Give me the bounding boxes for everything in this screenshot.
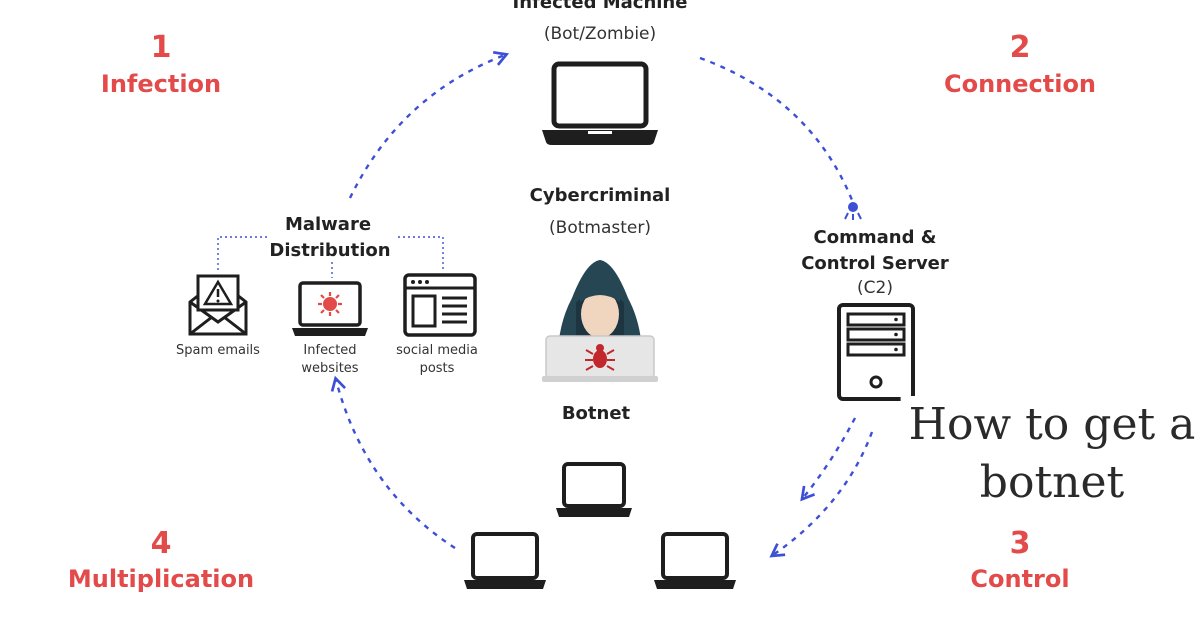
arrow-control-2 [769, 431, 874, 558]
step-label-infection: Infection [100, 70, 222, 98]
c2-title-line1: Command & [813, 227, 937, 248]
infected-machine-title: Infected Machine [512, 0, 688, 13]
botnet-laptop-icon [654, 532, 736, 589]
step-label-connection: Connection [943, 70, 1097, 98]
arrow-infection [348, 50, 510, 199]
source-label-spam: Spam emails [176, 343, 260, 358]
botnet-label: Botnet [561, 403, 631, 424]
step-number-1: 1 [150, 30, 172, 65]
step-label-control: Control [970, 565, 1070, 593]
source-label-websites: Infected websites [301, 343, 359, 376]
cybercriminal-title: Cybercriminal [529, 185, 671, 206]
connection-dot-legs [844, 212, 862, 220]
step-number-3: 3 [1009, 526, 1031, 561]
envelope-warning-icon [188, 274, 248, 336]
arrow-control-1 [800, 417, 857, 502]
arrow-connection [699, 56, 854, 201]
hacker-icon [542, 260, 658, 382]
c2-subtitle: (C2) [857, 278, 893, 298]
malware-title-line1: Malware [284, 214, 372, 235]
distribution-bracket [217, 236, 444, 278]
malware-title-line2: Distribution [269, 240, 391, 261]
step-label-multiplication: Multiplication [67, 565, 255, 593]
overlay-caption: How to get a botnet [900, 396, 1200, 512]
server-icon [837, 303, 915, 401]
botnet-laptop-icon [464, 532, 546, 589]
arrow-multiplication [330, 375, 456, 550]
botnet-laptop-icon [556, 462, 632, 517]
laptop-icon [542, 61, 658, 145]
step-number-2: 2 [1009, 30, 1031, 65]
connection-dot [848, 202, 858, 212]
c2-title-line2: Control Server [801, 253, 949, 274]
webpage-icon [403, 273, 477, 337]
infected-machine-subtitle: (Bot/Zombie) [543, 24, 657, 44]
step-number-4: 4 [150, 526, 172, 561]
laptop-virus-icon [292, 281, 368, 336]
source-label-social: social media posts [396, 343, 478, 376]
cybercriminal-subtitle: (Botmaster) [549, 218, 651, 238]
